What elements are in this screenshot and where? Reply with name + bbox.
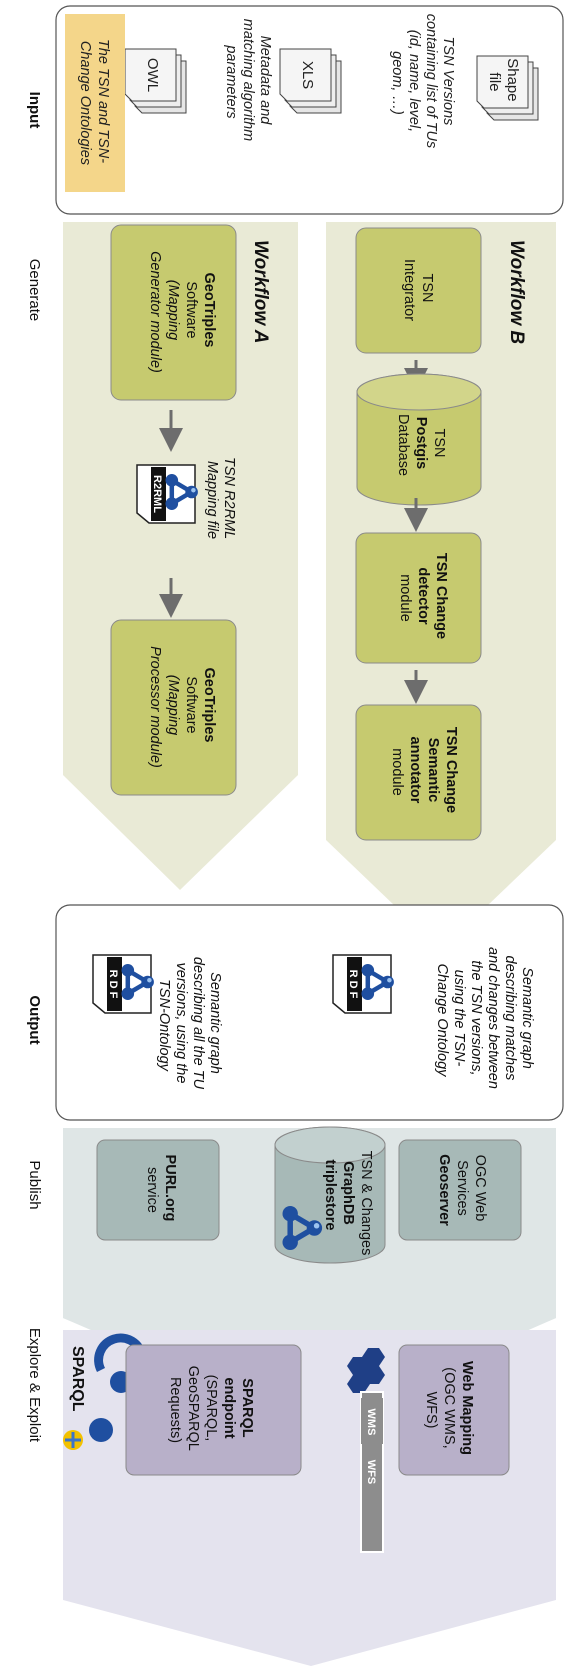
wms-badge: WMS (365, 1409, 377, 1436)
stage-output: Output (26, 995, 43, 1044)
svg-text:R D F: R D F (347, 970, 359, 999)
wms-wfs-logo-icon (347, 1348, 385, 1553)
web-mapping-label: Web Mapping (OGC WMS, WFS) (423, 1361, 475, 1459)
xls-icon (279, 48, 342, 114)
tsn-change-annotator-label: TSN Change Semantic annotator module (389, 727, 459, 817)
mapping-caption: TSN R2RML Mapping file (204, 457, 237, 543)
purl-service-label: PURL.org service (144, 1155, 178, 1226)
owl-label: OWL (144, 58, 161, 92)
owl-caption-box (65, 14, 125, 192)
wfs-badge: WFS (365, 1460, 377, 1484)
geoserver-box (398, 1139, 522, 1241)
sparql-endpoint-label: SPARQL endpoint (SPARQL, GeoSPARQL Reque… (167, 1366, 255, 1455)
svg-text:R2RML: R2RML (151, 475, 163, 513)
tsn-integrator-label: TSN Integrator (401, 259, 435, 321)
web-mapping-box (398, 1344, 510, 1476)
rdf-file-a-icon: R D F (92, 954, 154, 1014)
stage-explore: Explore & Exploit (26, 1328, 43, 1443)
postgis-database-icon (356, 373, 482, 506)
shapefile-label: Shape file (486, 58, 521, 106)
rdf-file-b-icon: R D F (332, 954, 394, 1014)
geotriples-generator-label: GeoTriples Software (Mapping Generator m… (147, 251, 217, 373)
stage-publish: Publish (26, 1160, 43, 1209)
stage-generate: Generate (26, 259, 43, 322)
owl-icon (124, 48, 187, 114)
shapefile-caption: TSN Versions containing list of TUs (id,… (389, 14, 456, 153)
sparql-endpoint-box (125, 1344, 302, 1476)
tsn-change-detector-box (355, 532, 482, 664)
stage-input: Input (26, 92, 43, 129)
tsn-change-detector-label: TSN Change detector module (397, 553, 449, 643)
output-box (55, 904, 564, 1121)
owl-caption: The TSN and TSN- Change Ontologies (77, 39, 111, 167)
tsn-change-annotator-box (355, 704, 482, 841)
geotriples-processor-label: GeoTriples Software (Mapping Processor m… (147, 646, 217, 768)
r2rml-file-icon: R2RML (136, 464, 198, 524)
graph-b-caption: Semantic graph describing matches and ch… (434, 947, 535, 1093)
tsn-integrator-box (355, 227, 482, 354)
postgis-database-label: TSN Postgis Database (395, 414, 447, 476)
geotriples-processor-box (110, 619, 237, 796)
purl-service-box (96, 1139, 220, 1241)
svg-text:SPARQL: SPARQL (69, 1346, 86, 1412)
workflow-a-title: Workflow A (250, 240, 271, 343)
svg-text:R D F: R D F (107, 970, 119, 999)
shapefile-icon (476, 55, 539, 121)
graph-a-caption: Semantic graph describing all the TU ver… (156, 957, 223, 1093)
workflow-b-title: Workflow B (506, 240, 527, 344)
xls-caption: Metadata and matching algorithm paramete… (223, 19, 273, 146)
graphdb-triplestore-icon (274, 1126, 386, 1264)
xls-label: XLS (299, 61, 316, 89)
geotriples-generator-box (110, 224, 237, 401)
graphdb-triplestore-label: TSN & Changes GraphDB triplestore (322, 1151, 374, 1260)
geoserver-label: OGC Web Services Geoserver (436, 1154, 488, 1226)
